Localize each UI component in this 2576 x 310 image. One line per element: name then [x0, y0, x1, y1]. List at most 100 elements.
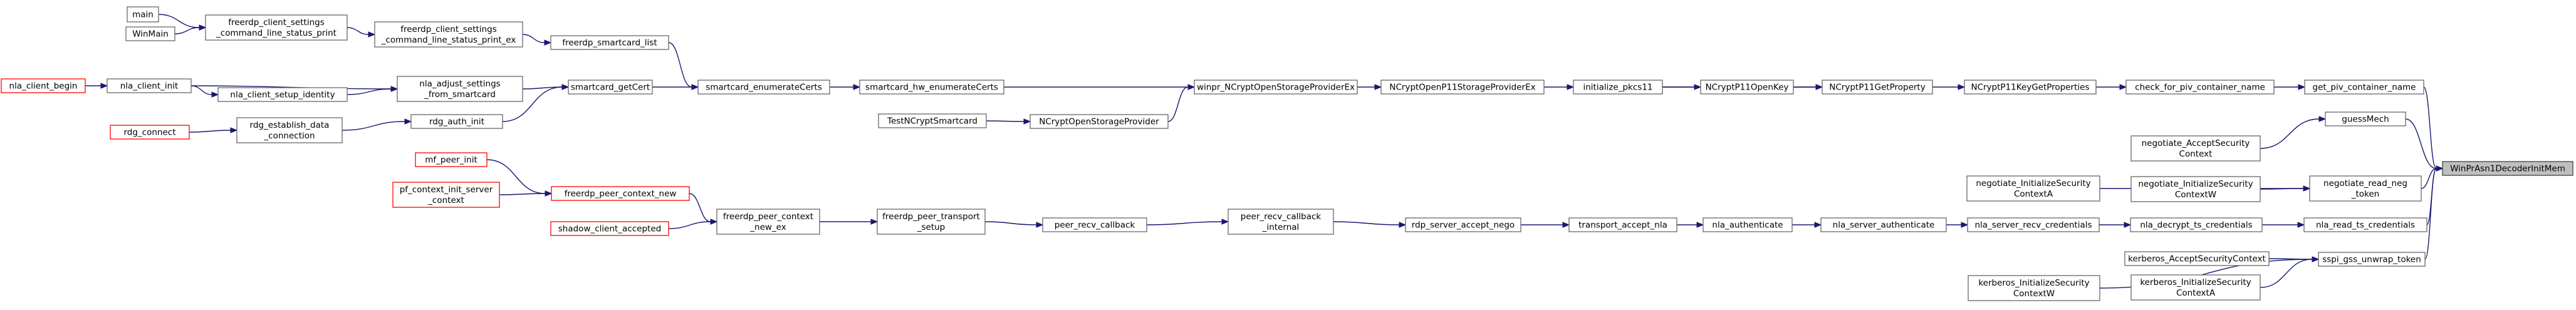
node-label: _from_smartcard [424, 90, 496, 100]
arrowhead [2312, 256, 2320, 262]
edge-n2-to-n3 [174, 24, 207, 34]
node-box [551, 186, 690, 201]
graph-node[interactable]: nla_authenticate [1703, 217, 1793, 232]
graph-node[interactable]: freerdp_client_settings_command_line_sta… [374, 21, 523, 48]
graph-node[interactable]: nla_client_init [107, 78, 192, 93]
edge-n4-to-n5 [522, 34, 552, 46]
edge-n32-to-n33 [1146, 219, 1229, 225]
node-box [415, 152, 488, 167]
graph-node[interactable]: NCryptOpenP11StorageProviderEx [1380, 80, 1545, 95]
graph-node[interactable]: nla_server_recv_credentials [1967, 217, 2100, 232]
graph-node[interactable]: main [127, 6, 159, 23]
edge-n44-to-n50 [2405, 118, 2444, 172]
node-label: nla_server_authenticate [1833, 220, 1935, 230]
node-box [1964, 80, 2097, 95]
graph-node[interactable]: freerdp_smartcard_list [550, 35, 669, 50]
graph-node[interactable]: mf_peer_init [415, 152, 488, 167]
graph-node[interactable]: smartcard_hw_enumerateCerts [859, 80, 1004, 95]
graph-node[interactable]: check_for_piv_container_name [2125, 80, 2275, 95]
arrowhead [390, 86, 399, 92]
graph-node[interactable]: rdp_server_accept_nego [1405, 217, 1521, 232]
graph-node[interactable]: rdg_auth_init [410, 114, 503, 129]
graph-node[interactable]: sspi_gss_unwrap_token [2318, 252, 2426, 267]
graph-node[interactable]: transport_accept_nla [1568, 217, 1677, 232]
edge-n7-to-n8 [190, 85, 219, 98]
node-label: NCryptP11OpenKey [1706, 83, 1789, 93]
graph-node[interactable]: nla_adjust_settings_from_smartcard [397, 76, 523, 102]
node-label: smartcard_getCert [571, 83, 650, 93]
node-label: kerberos_InitializeSecurity [1978, 278, 2089, 288]
node-label: shadow_client_accepted [558, 224, 661, 234]
node-box [217, 87, 348, 102]
graph-node[interactable]: peer_recv_callback [1042, 217, 1147, 232]
arrowhead [1374, 84, 1382, 90]
node-label: winpr_NCryptOpenStorageProviderEx [1197, 83, 1355, 93]
graph-node[interactable]: negotiate_read_neg_token [2309, 175, 2422, 202]
edge-n3-to-n4 [347, 27, 376, 38]
graph-node[interactable]: smartcard_enumerateCerts [697, 80, 830, 95]
graph-node[interactable]: rdg_connect [110, 125, 190, 140]
arrowhead [1187, 84, 1196, 90]
node-box [1568, 217, 1677, 232]
node-label: WinMain [132, 29, 169, 39]
graph-node[interactable]: pf_context_init_server_context [392, 182, 500, 208]
arrowhead [1023, 118, 1031, 125]
graph-node[interactable]: rdg_establish_data_connection [236, 117, 343, 143]
graph-node[interactable]: nla_server_authenticate [1820, 217, 1947, 232]
node-box [1822, 80, 1933, 95]
graph-node[interactable]: nla_read_ts_credentials [2303, 217, 2427, 232]
edge-n19-to-n20 [1544, 84, 1575, 90]
node-label: negotiate_InitializeSecurity [1976, 178, 2090, 189]
arrowhead [230, 127, 238, 133]
graph-node[interactable]: WinMain [125, 26, 175, 41]
graph-node[interactable]: freerdp_peer_context_new [551, 186, 690, 201]
graph-node[interactable]: TestNCryptSmartcard [878, 113, 987, 128]
edge-line [190, 85, 212, 95]
graph-node[interactable]: negotiate_AcceptSecurityContext [2130, 135, 2261, 162]
graph-node[interactable]: NCryptP11OpenKey [1700, 80, 1794, 95]
graph-node[interactable]: freerdp_peer_context_new_ex [716, 209, 820, 235]
node-label: rdp_server_accept_nego [1412, 220, 1515, 230]
graph-node[interactable]: freerdp_peer_transport_setup [877, 209, 986, 235]
node-box [2130, 135, 2261, 162]
edge-layer [85, 14, 2444, 289]
graph-node[interactable]: nla_client_setup_identity [217, 87, 348, 102]
graph-node[interactable]: NCryptOpenStorageProvider [1030, 114, 1169, 129]
graph-node[interactable]: nla_client_begin [1, 78, 86, 93]
arrowhead [1961, 222, 1969, 228]
graph-node[interactable]: peer_recv_callback_internal [1228, 209, 1334, 235]
node-box [1194, 80, 1358, 95]
node-label: Context [2179, 149, 2213, 159]
node-box [1703, 217, 1793, 232]
edge-n18-to-n19 [1357, 84, 1382, 90]
edge-line [347, 27, 369, 35]
edge-line [2260, 118, 2320, 149]
graph-node[interactable]: freerdp_client_settings_command_line_sta… [205, 14, 348, 41]
graph-node[interactable]: guessMech [2325, 111, 2406, 127]
node-box [374, 21, 523, 48]
graph-node[interactable]: get_piv_container_name [2304, 80, 2424, 95]
graph-node[interactable]: kerberos_AcceptSecurityContext [2124, 251, 2270, 266]
edge-line [486, 159, 546, 194]
graph-node[interactable]: NCryptP11GetProperty [1822, 80, 1933, 95]
graph-node[interactable]: smartcard_getCert [568, 80, 653, 95]
graph-node[interactable]: initialize_pkcs11 [1573, 80, 1663, 95]
edge-n43-to-n45 [2260, 185, 2311, 192]
graph-node[interactable]: WinPrAsn1DecoderInitMem [2442, 161, 2573, 176]
edge-line [174, 27, 200, 34]
graph-node[interactable]: shadow_client_accepted [550, 221, 669, 236]
node-box [2130, 217, 2263, 232]
node-label: ContextA [2176, 288, 2216, 298]
node-label: freerdp_peer_transport [882, 212, 980, 222]
edge-n41-to-n44 [2260, 116, 2327, 149]
graph-node[interactable]: winpr_NCryptOpenStorageProviderEx [1194, 80, 1358, 95]
graph-node[interactable]: NCryptP11KeyGetProperties [1964, 80, 2097, 95]
graph-node[interactable]: nla_decrypt_ts_credentials [2130, 217, 2263, 232]
node-label: nla_client_begin [9, 81, 78, 91]
node-box [205, 14, 348, 41]
